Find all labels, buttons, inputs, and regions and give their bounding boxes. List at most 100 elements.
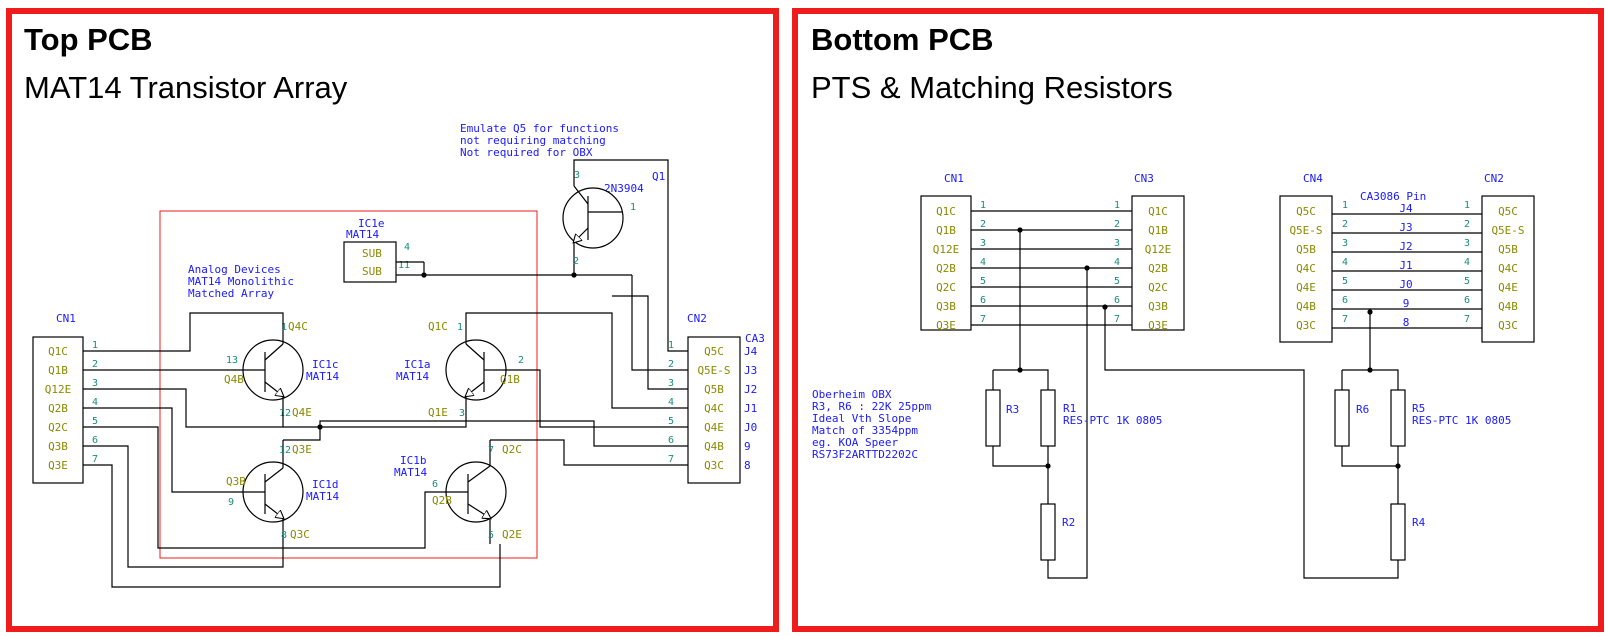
top-cn1-connector bbox=[32, 336, 84, 484]
r4-resistor bbox=[1390, 503, 1406, 561]
bottom-cn2-connector bbox=[1481, 195, 1535, 343]
top-cn2-jlabel-2: J3 bbox=[744, 364, 757, 377]
bottom-pcb-title: Bottom PCB bbox=[811, 22, 994, 57]
top-pcb-subtitle: MAT14 Transistor Array bbox=[24, 70, 348, 105]
bottom-cn3-pin-number-1: 1 bbox=[1114, 200, 1120, 211]
ic1c-ref: IC1c bbox=[312, 358, 339, 371]
r3-resistor bbox=[985, 389, 1001, 447]
ca3086-pin-7: 8 bbox=[1403, 316, 1410, 329]
ic1a-value: MAT14 bbox=[396, 370, 429, 383]
bottom-cn3-connector bbox=[1131, 195, 1185, 331]
r3-label: R3 bbox=[1006, 403, 1019, 416]
bottom-pcb-panel bbox=[792, 8, 1604, 632]
analog-note-line-1: Analog Devices bbox=[188, 263, 281, 276]
ic1a-q1c: Q1C bbox=[428, 320, 448, 333]
r5-label: R5 bbox=[1412, 402, 1425, 415]
q1-value: 2N3904 bbox=[604, 182, 644, 195]
bottom-cn2-pin-number-2: 2 bbox=[1464, 219, 1470, 230]
bottom-cn3-pin-5: Q2C bbox=[1148, 281, 1168, 294]
bottom-cn4-pin-4: Q4C bbox=[1296, 262, 1316, 275]
sub-pin-label-2: SUB bbox=[362, 265, 382, 278]
bottom-cn3-pin-number-2: 2 bbox=[1114, 219, 1120, 230]
bottom-cn4-pin-number-2: 2 bbox=[1342, 219, 1348, 230]
bottom-cn3-pin-number-3: 3 bbox=[1114, 238, 1120, 249]
bottom-cn1-pin-number-5: 5 bbox=[980, 276, 986, 287]
bottom-cn3-pin-6: Q3B bbox=[1148, 300, 1168, 313]
bottom-cn4-pin-7: Q3C bbox=[1296, 319, 1316, 332]
top-cn1-pin-3: Q12E bbox=[45, 383, 72, 396]
top-ca-partial-label: CA3 bbox=[745, 332, 765, 345]
ic1b-pin-6: 6 bbox=[432, 479, 438, 490]
obx-note-line-1: Oberheim OBX bbox=[812, 388, 892, 401]
r2-resistor bbox=[1040, 503, 1056, 561]
emulate-note-line-2: not requiring matching bbox=[460, 134, 606, 147]
ic1a-q1e: Q1E bbox=[428, 406, 448, 419]
ic1c-value: MAT14 bbox=[306, 370, 339, 383]
bottom-cn4-pin-3: Q5B bbox=[1296, 243, 1316, 256]
obx-note-line-2: R3, R6 : 22K 25ppm bbox=[812, 400, 932, 413]
bottom-cn1-pin-number-7: 7 bbox=[980, 314, 986, 325]
q1-transistor bbox=[562, 187, 624, 249]
ic1a-pin-2: 2 bbox=[518, 355, 524, 366]
bottom-cn2-pin-1: Q5C bbox=[1498, 205, 1518, 218]
bottom-cn3-pin-7: Q3E bbox=[1148, 319, 1168, 332]
bottom-cn2-pin-number-3: 3 bbox=[1464, 238, 1470, 249]
bottom-cn1-pin-3: Q12E bbox=[933, 243, 960, 256]
q1-pin-2: 2 bbox=[573, 256, 579, 267]
bottom-cn4-pin-number-3: 3 bbox=[1342, 238, 1348, 249]
top-cn1-pin-5: Q2C bbox=[48, 421, 68, 434]
bottom-cn2-pin-number-4: 4 bbox=[1464, 257, 1470, 268]
bottom-cn4-pin-number-6: 6 bbox=[1342, 295, 1348, 306]
top-cn2-jlabel-3: J2 bbox=[744, 383, 757, 396]
bottom-cn2-label: CN2 bbox=[1484, 172, 1504, 185]
bottom-cn2-pin-2: Q5E-S bbox=[1491, 224, 1524, 237]
top-cn1-pin-number-5: 5 bbox=[92, 416, 98, 427]
top-cn2-pin-number-5: 5 bbox=[668, 416, 674, 427]
ic1d-q3c: Q3C bbox=[290, 528, 310, 541]
ic1d-ref: IC1d bbox=[312, 478, 339, 491]
r5-resistor bbox=[1390, 389, 1406, 447]
r1-value: RES-PTC 1K 0805 bbox=[1063, 414, 1162, 427]
ic1b-q2b: Q2B bbox=[432, 494, 452, 507]
bottom-cn1-pin-7: Q3E bbox=[936, 319, 956, 332]
ic1a-q1b: Q1B bbox=[500, 373, 520, 386]
bottom-cn3-pin-number-5: 5 bbox=[1114, 276, 1120, 287]
bottom-cn3-pin-4: Q2B bbox=[1148, 262, 1168, 275]
bottom-cn4-pin-2: Q5E-S bbox=[1289, 224, 1322, 237]
q1-pin-3: 3 bbox=[574, 170, 580, 181]
ic1e-value: MAT14 bbox=[346, 228, 379, 241]
top-cn2-jlabel-1: J4 bbox=[744, 345, 758, 358]
bottom-cn2-pin-3: Q5B bbox=[1498, 243, 1518, 256]
ic1c-q4b: Q4B bbox=[224, 373, 244, 386]
emulate-note-line-3: Not required for OBX bbox=[460, 146, 593, 159]
ic1a-ref: IC1a bbox=[404, 358, 431, 371]
bottom-cn4-pin-1: Q5C bbox=[1296, 205, 1316, 218]
ic1d-value: MAT14 bbox=[306, 490, 339, 503]
bottom-cn4-pin-number-5: 5 bbox=[1342, 276, 1348, 287]
top-cn1-pin-6: Q3B bbox=[48, 440, 68, 453]
ic1d-q3b: Q3B bbox=[226, 475, 246, 488]
bottom-cn2-pin-number-7: 7 bbox=[1464, 314, 1470, 325]
top-cn2-label: CN2 bbox=[687, 312, 707, 325]
top-cn1-pin-1: Q1C bbox=[48, 345, 68, 358]
top-cn2-pin-4: Q4C bbox=[704, 402, 724, 415]
ca3086-pin-1: J4 bbox=[1399, 202, 1413, 215]
obx-note-line-5: eg. KOA Speer bbox=[812, 436, 898, 449]
r1-resistor bbox=[1040, 389, 1056, 447]
r2-label: R2 bbox=[1062, 516, 1075, 529]
bottom-cn2-pin-number-6: 6 bbox=[1464, 295, 1470, 306]
ic1d-pin-12: 12 bbox=[279, 445, 291, 456]
top-cn1-pin-number-1: 1 bbox=[92, 340, 98, 351]
bottom-pcb-subtitle: PTS & Matching Resistors bbox=[811, 70, 1173, 105]
r4-label: R4 bbox=[1412, 516, 1426, 529]
bottom-cn1-pin-1: Q1C bbox=[936, 205, 956, 218]
ca3086-pin-3: J2 bbox=[1399, 240, 1412, 253]
top-cn2-jlabel-5: J0 bbox=[744, 421, 757, 434]
r6-label: R6 bbox=[1356, 403, 1369, 416]
bottom-cn2-pin-4: Q4C bbox=[1498, 262, 1518, 275]
r6-resistor bbox=[1334, 389, 1350, 447]
ic1e-pin-11: 11 bbox=[398, 260, 410, 271]
bottom-cn1-pin-number-4: 4 bbox=[980, 257, 986, 268]
top-pcb-title: Top PCB bbox=[24, 22, 153, 57]
